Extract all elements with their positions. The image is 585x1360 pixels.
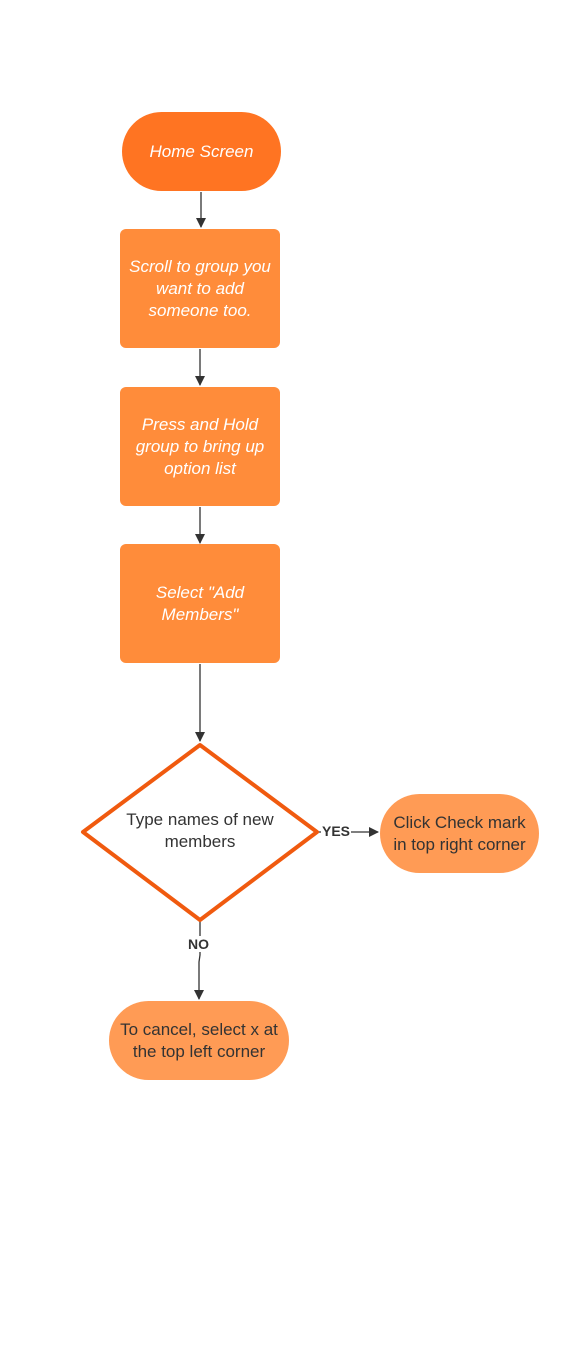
- decision-diamond: [81, 743, 319, 922]
- process-step-select: Select "Add Members": [120, 544, 280, 663]
- process-step-select-label: Select "Add Members": [155, 582, 245, 624]
- process-step-press-hold: Press and Hold group to bring up option …: [120, 387, 280, 506]
- decision-label-text: Type names of new members: [126, 810, 274, 851]
- process-step-scroll: Scroll to group you want to add someone …: [120, 229, 280, 348]
- start-node-label: Home Screen: [149, 141, 254, 161]
- no-result-label: To cancel, select x at the top left corn…: [120, 1019, 278, 1061]
- start-node: Home Screen: [122, 112, 281, 191]
- no-edge-label: NO: [187, 936, 210, 952]
- process-step-press-hold-label: Press and Hold group to bring up option …: [135, 414, 265, 478]
- process-step-scroll-label: Scroll to group you want to add someone …: [129, 256, 271, 320]
- no-result-node: To cancel, select x at the top left corn…: [109, 1001, 289, 1080]
- yes-result-node: Click Check mark in top right corner: [380, 794, 539, 873]
- decision-label: Type names of new members: [113, 800, 287, 862]
- yes-edge-label: YES: [321, 823, 352, 839]
- arrow-decision-to-no: [194, 921, 204, 1000]
- yes-result-label: Click Check mark in top right corner: [393, 812, 526, 854]
